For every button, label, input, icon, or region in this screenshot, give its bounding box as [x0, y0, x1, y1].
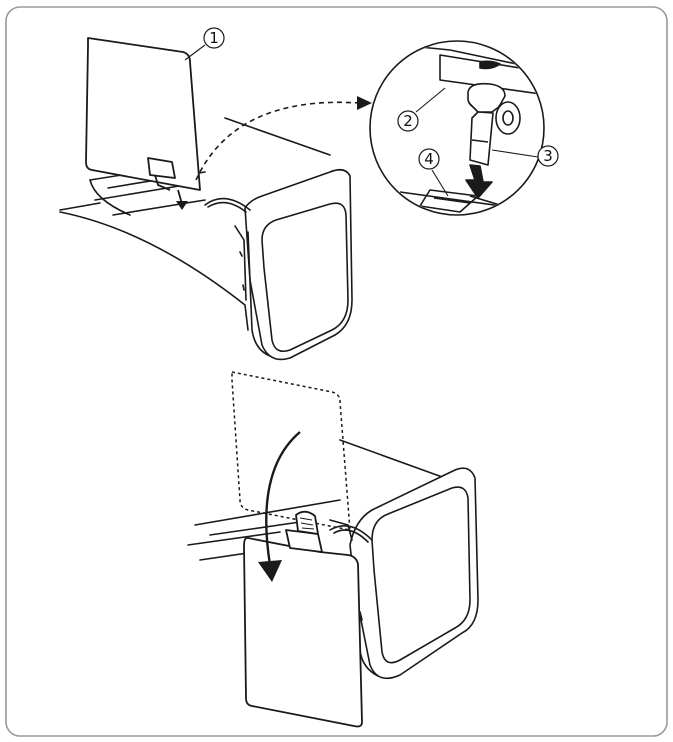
machine-arm-bottom — [187, 439, 479, 680]
callout-2-label: 2 — [403, 112, 413, 130]
callout-4: 4 — [418, 148, 449, 197]
callout-2: 2 — [397, 87, 446, 132]
plate-folded-bottom — [243, 510, 363, 728]
detail-pointer-arc — [195, 101, 361, 181]
callout-3: 3 — [491, 145, 559, 167]
callout-1: 1 — [184, 27, 225, 61]
callout-3-label: 3 — [543, 147, 553, 165]
detail-pointer-arrowhead — [357, 96, 372, 110]
fold-direction-arrowhead — [258, 560, 282, 582]
fold-direction-arrow — [265, 431, 301, 566]
callout-1-label: 1 — [209, 29, 219, 47]
machine-arm-top — [59, 117, 360, 361]
detail-view-circle — [369, 40, 545, 216]
callout-4-label: 4 — [424, 150, 434, 168]
plate-upright-top — [85, 37, 201, 210]
